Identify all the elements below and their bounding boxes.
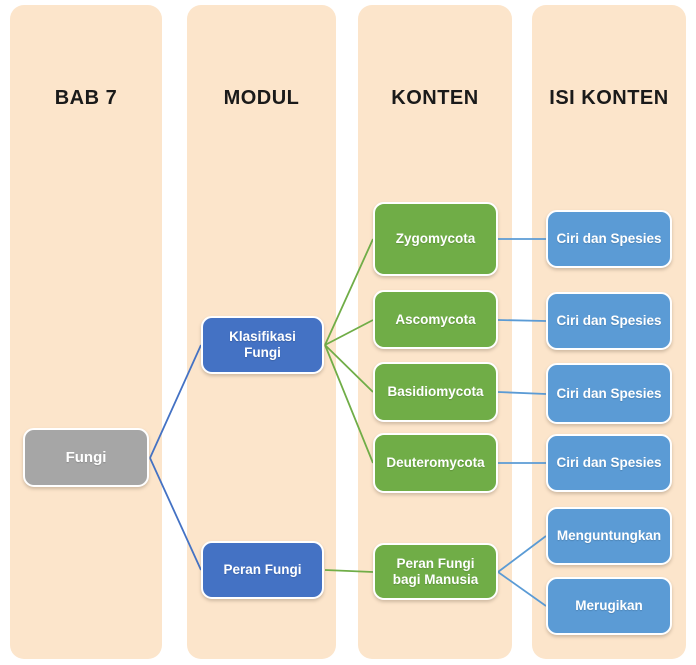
node-ciri-dan-spesies-3: Ciri dan Spesies bbox=[546, 363, 672, 424]
node-peran-fungi: Peran Fungi bbox=[201, 541, 324, 599]
connector-line bbox=[324, 569, 374, 573]
connector-line bbox=[324, 319, 374, 346]
node-zygomycota: Zygomycota bbox=[373, 202, 498, 276]
column-header-konten: KONTEN bbox=[391, 87, 479, 109]
column-header-bab7: BAB 7 bbox=[54, 87, 118, 109]
node-ascomycota: Ascomycota bbox=[373, 290, 498, 349]
connector-line bbox=[324, 344, 374, 393]
node-basidiomycota: Basidiomycota bbox=[373, 362, 498, 422]
node-merugikan: Merugikan bbox=[546, 577, 672, 635]
column-header-modul: MODUL bbox=[223, 87, 300, 109]
connector-line bbox=[497, 535, 547, 573]
node-deuteromycota: Deuteromycota bbox=[373, 433, 498, 493]
connector-line bbox=[497, 571, 547, 607]
connector-line bbox=[324, 344, 374, 464]
node-menguntungkan: Menguntungkan bbox=[546, 507, 672, 565]
node-ciri-dan-spesies-4: Ciri dan Spesies bbox=[546, 434, 672, 492]
column-header-isi-konten: ISI KONTEN bbox=[549, 87, 669, 109]
column-bab7: BAB 7 bbox=[10, 5, 162, 659]
connector-line bbox=[149, 457, 202, 571]
node-ciri-dan-spesies-1: Ciri dan Spesies bbox=[546, 210, 672, 268]
node-peran-fungi-bagi-manusia: Peran Fungi bagi Manusia bbox=[373, 543, 498, 600]
connector-line bbox=[497, 391, 547, 395]
connector-line bbox=[497, 319, 547, 322]
connector-line bbox=[324, 238, 374, 346]
node-ciri-dan-spesies-2: Ciri dan Spesies bbox=[546, 292, 672, 350]
node-klasifikasi-fungi: Klasifikasi Fungi bbox=[201, 316, 324, 374]
connector-line bbox=[149, 344, 202, 459]
node-fungi: Fungi bbox=[23, 428, 149, 487]
